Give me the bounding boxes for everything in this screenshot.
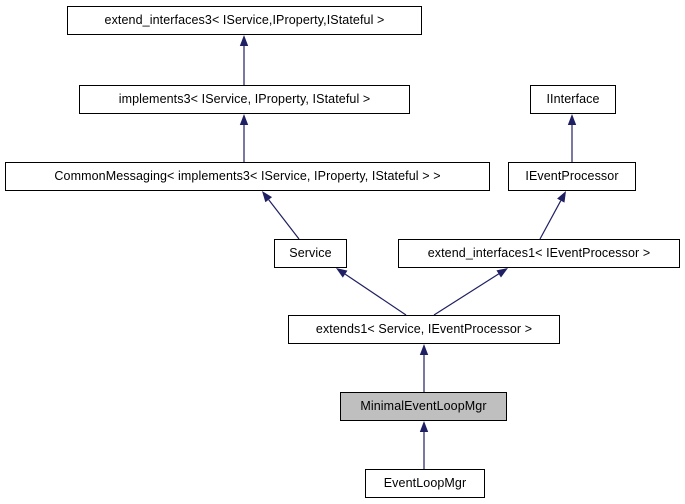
class-node-MinimalEventLoopMgr[interactable]: MinimalEventLoopMgr xyxy=(340,392,507,421)
class-node-Service[interactable]: Service xyxy=(274,239,347,268)
class-node-implements3[interactable]: implements3< IService, IProperty, IState… xyxy=(79,85,410,114)
class-node-label: IEventProcessor xyxy=(525,169,619,184)
inheritance-arrow xyxy=(567,114,577,162)
inheritance-arrow xyxy=(419,421,429,469)
class-node-extend_interfaces3[interactable]: extend_interfaces3< IService,IProperty,I… xyxy=(67,6,422,35)
inheritance-arrow xyxy=(239,114,249,162)
class-node-label: implements3< IService, IProperty, IState… xyxy=(118,92,371,107)
class-node-label: extends1< Service, IEventProcessor > xyxy=(315,322,533,337)
class-node-IEventProcessor[interactable]: IEventProcessor xyxy=(508,162,636,191)
class-node-IInterface[interactable]: IInterface xyxy=(530,85,616,114)
inheritance-arrow xyxy=(419,344,429,392)
inheritance-arrow xyxy=(262,191,300,240)
class-node-extends1[interactable]: extends1< Service, IEventProcessor > xyxy=(288,315,560,344)
inheritance-arrow xyxy=(433,268,508,316)
class-node-label: extend_interfaces1< IEventProcessor > xyxy=(427,246,651,261)
inheritance-arrow xyxy=(539,191,566,240)
class-node-EventLoopMgr[interactable]: EventLoopMgr xyxy=(365,469,485,498)
class-node-extend_interfaces1[interactable]: extend_interfaces1< IEventProcessor > xyxy=(398,239,680,268)
class-node-label: MinimalEventLoopMgr xyxy=(360,399,487,414)
class-node-label: IInterface xyxy=(546,92,600,107)
class-node-label: Service xyxy=(289,246,332,261)
inheritance-arrow xyxy=(336,268,407,316)
class-node-CommonMessaging[interactable]: CommonMessaging< implements3< IService, … xyxy=(5,162,490,191)
class-node-label: extend_interfaces3< IService,IProperty,I… xyxy=(104,13,385,28)
class-node-label: EventLoopMgr xyxy=(383,476,467,491)
inheritance-arrow xyxy=(239,35,249,85)
class-node-label: CommonMessaging< implements3< IService, … xyxy=(54,169,441,184)
